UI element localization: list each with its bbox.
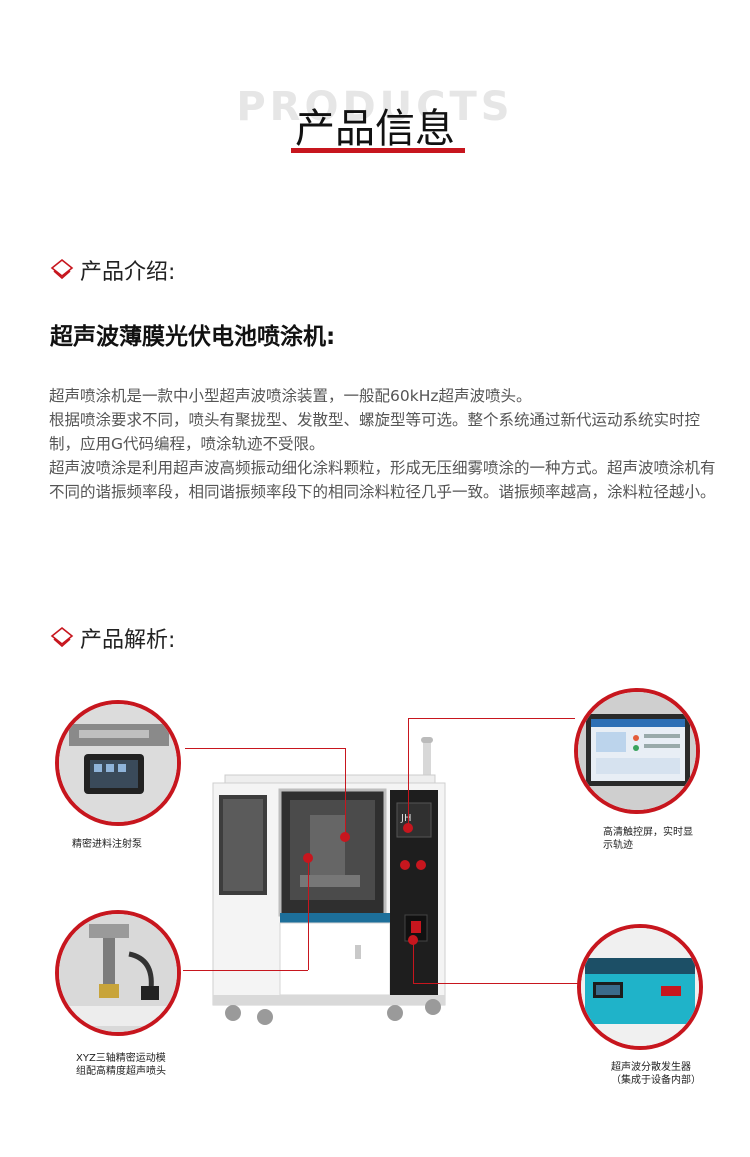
generator-photo [577, 924, 703, 1050]
coating-machine-illustration: JH [212, 737, 446, 1025]
title-underline [291, 148, 465, 153]
connector-dot [408, 935, 418, 945]
description-paragraph: 根据喷涂要求不同，喷头有聚拢型、发散型、螺旋型等可选。整个系统通过新代运动系统实… [49, 411, 701, 453]
connector-line [413, 983, 578, 984]
touchscreen-image [578, 692, 696, 810]
touchscreen-photo [574, 688, 700, 814]
page-title: 产品信息 [295, 106, 455, 152]
intro-heading-label: 产品介绍: [80, 260, 176, 285]
xyz-nozzle-image [59, 914, 177, 1032]
description-paragraph: 超声喷涂机是一款中小型超声波喷涂装置，一般配60kHz超声波喷头。 [49, 387, 532, 405]
feed-pump-photo [55, 700, 181, 826]
syringe-pump-image [59, 704, 177, 822]
xyz-caption: XYZ三轴精密运动模组配高精度超声喷头 [76, 1053, 166, 1077]
screen-caption: 高清触控屏，实时显示轨迹 [603, 827, 693, 851]
product-description: 超声喷涂机是一款中小型超声波喷涂装置，一般配60kHz超声波喷头。 根据喷涂要求… [49, 384, 717, 504]
generator-caption: 超声波分散发生器（集成于设备内部） [611, 1062, 701, 1086]
xyz-module-photo [55, 910, 181, 1036]
connector-line [308, 858, 309, 970]
connector-dot [403, 823, 413, 833]
intro-heading: 产品介绍: [50, 254, 175, 286]
analysis-heading-label: 产品解析: [80, 628, 176, 653]
connector-dot [340, 832, 350, 842]
connector-line [408, 718, 409, 826]
analysis-heading: 产品解析: [50, 622, 175, 654]
diamond-layers-icon [50, 258, 74, 280]
connector-line [183, 970, 308, 971]
ultrasonic-generator-image [581, 928, 699, 1046]
diamond-layers-icon [50, 626, 74, 648]
connector-dot [303, 853, 313, 863]
pump-caption: 精密进料注射泵 [72, 839, 142, 850]
description-paragraph: 超声波喷涂是利用超声波高频振动细化涂料颗粒，形成无压细雾喷涂的一种方式。超声波喷… [49, 459, 716, 501]
connector-line [408, 718, 575, 719]
machine-logo: JH [400, 813, 411, 824]
header-background-word: PRODUCTS [236, 84, 514, 130]
product-name: 超声波薄膜光伏电池喷涂机: [50, 324, 336, 350]
connector-line [413, 940, 414, 983]
connector-line [345, 748, 346, 836]
connector-line [185, 748, 345, 749]
